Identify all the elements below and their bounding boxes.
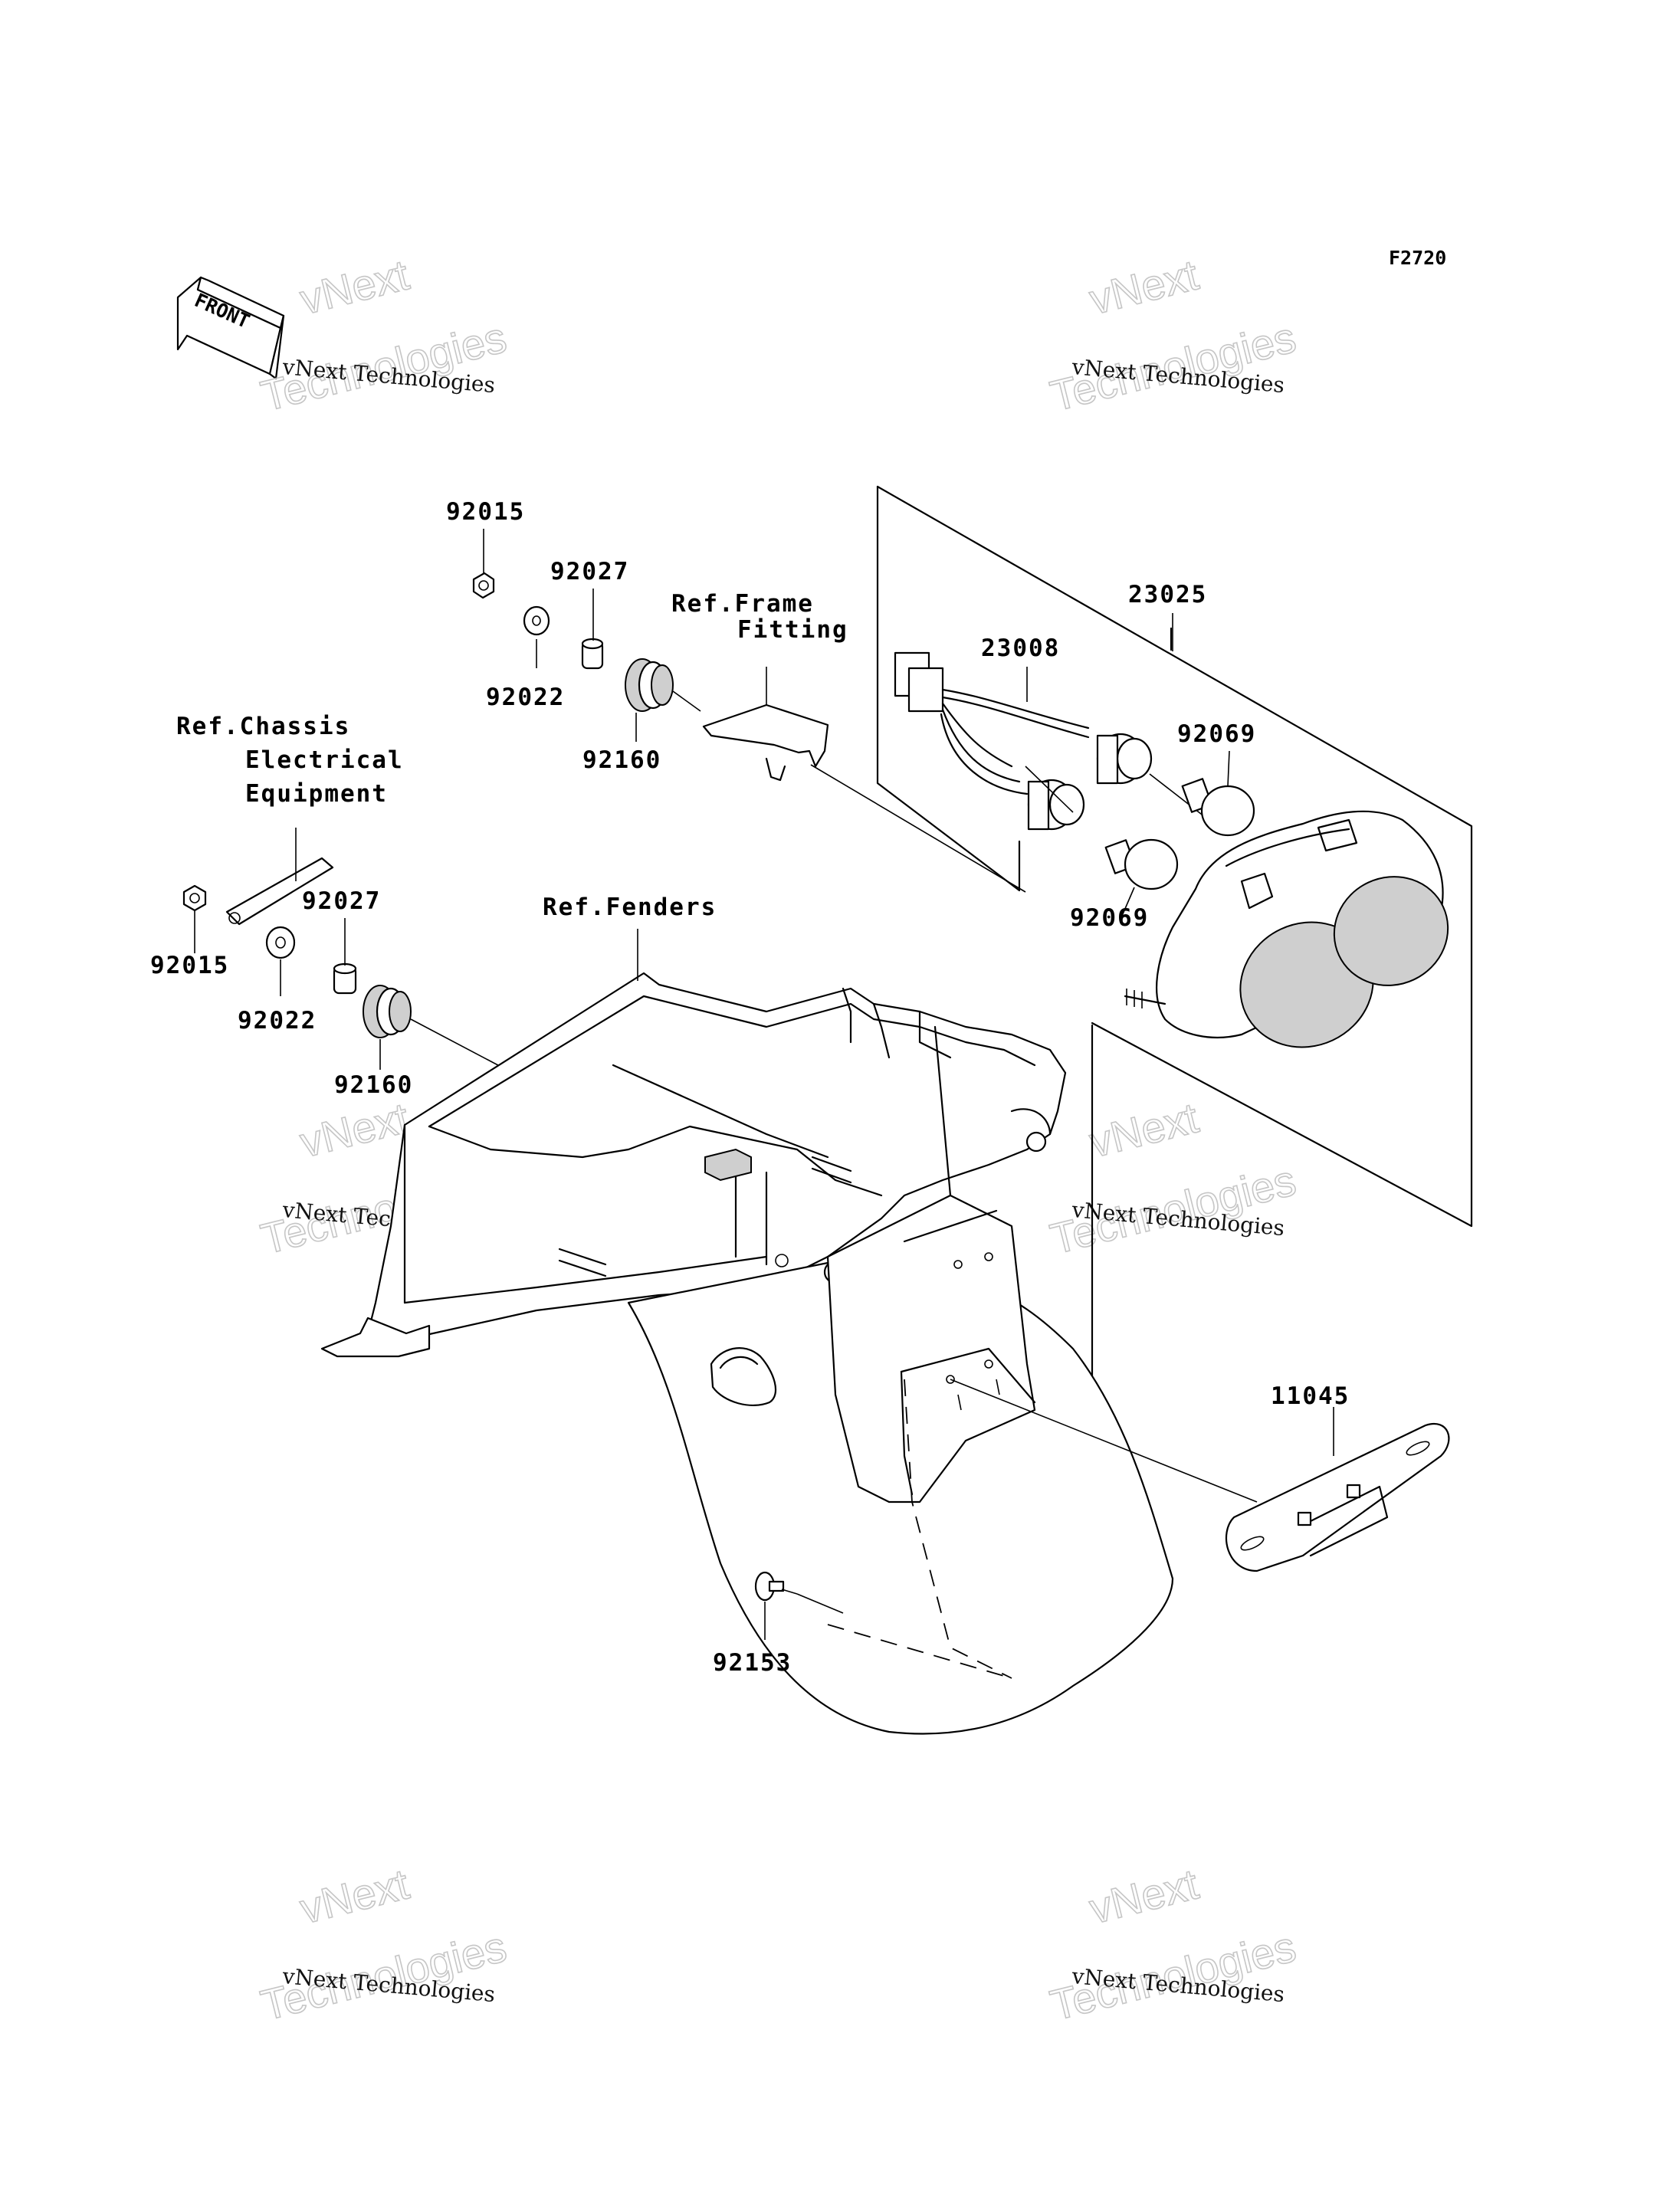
taillight-assembly-frame	[876, 485, 1473, 1404]
front-arrow-icon: FRONT	[176, 276, 285, 380]
nut-92015-left	[182, 884, 207, 912]
part-number-23025: 23025	[1128, 581, 1207, 608]
part-number-92153: 92153	[713, 1649, 792, 1677]
washer-92022-top	[523, 605, 550, 636]
nut-92015-top	[472, 572, 495, 599]
collar-92027-top	[581, 638, 604, 670]
taillight-housing	[1124, 810, 1449, 1048]
part-number-92069-upper: 92069	[1177, 720, 1256, 748]
collar-92027-left	[333, 962, 357, 995]
svg-text:vNext: vNext	[295, 1093, 414, 1166]
rear-fender	[320, 972, 1174, 1735]
part-number-92015-top: 92015	[446, 498, 525, 526]
grommet-92160-top	[625, 658, 701, 712]
ref-frame-fitting-line1: Ref.Frame	[671, 590, 814, 618]
part-number-92022-top: 92022	[486, 684, 565, 711]
part-number-92160-top: 92160	[582, 746, 661, 774]
ref-fenders: Ref.Fenders	[543, 894, 717, 921]
svg-text:vNext: vNext	[295, 250, 414, 323]
part-number-92160-left: 92160	[334, 1071, 413, 1099]
leader-lines	[194, 529, 1334, 1640]
frame-fitting-bracket	[702, 703, 1026, 893]
figure-code: F2720	[1389, 247, 1446, 269]
ref-chassis-line1: Ref.Chassis	[176, 713, 350, 740]
part-number-23008: 23008	[981, 635, 1060, 662]
ref-chassis-line2: Electrical	[245, 746, 404, 774]
part-number-92027-top: 92027	[550, 558, 629, 585]
part-number-92022-left: 92022	[238, 1007, 317, 1035]
bracket-11045	[1225, 1423, 1450, 1572]
svg-text:vNext: vNext	[1084, 250, 1203, 323]
bulb-lower	[1104, 838, 1179, 917]
part-number-92027-left: 92027	[302, 887, 381, 915]
screw-92153	[754, 1571, 844, 1614]
svg-text:vNext: vNext	[295, 1859, 414, 1933]
part-number-92069-lower: 92069	[1070, 904, 1149, 932]
chassis-electrical-tab	[225, 857, 334, 926]
wire-harness	[894, 651, 1219, 831]
bulb-upper	[1181, 750, 1255, 837]
license-holder	[826, 1194, 1258, 1679]
svg-text:vNext: vNext	[1084, 1859, 1203, 1933]
ref-chassis-line3: Equipment	[245, 780, 388, 808]
part-number-11045: 11045	[1271, 1382, 1350, 1410]
ref-frame-fitting-line2: Fitting	[737, 616, 848, 644]
svg-text:vNext: vNext	[1084, 1093, 1203, 1166]
part-number-92015-left: 92015	[150, 952, 229, 979]
washer-92022-left	[265, 926, 296, 959]
